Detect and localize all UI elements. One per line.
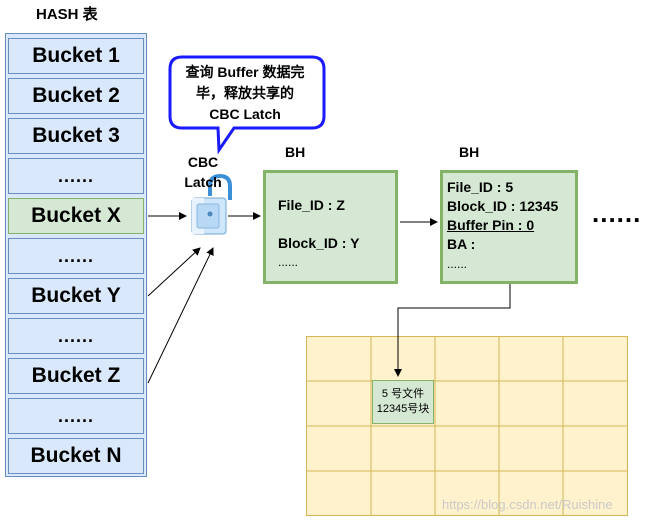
bh2-buffer-pin: Buffer Pin : 0 — [447, 217, 535, 233]
cbc-latch-label: CBC Latch — [172, 152, 234, 192]
buffer-cell-line: 5 号文件 — [381, 388, 425, 400]
bucket: Bucket Z — [8, 358, 144, 394]
bh2-file-id: File_ID : 5 — [447, 179, 514, 195]
callout-line: CBC Latch — [209, 106, 281, 122]
bucket-ellipsis: ...... — [8, 318, 144, 354]
callout-bubble — [168, 55, 326, 155]
cbc-latch-line: CBC — [187, 154, 219, 170]
watermark: https://blog.csdn.net/Ruishine — [442, 497, 613, 512]
hash-table-title: HASH 表 — [36, 6, 98, 23]
bucket-highlighted: Bucket X — [8, 198, 144, 234]
more-bh-ellipsis: ...... — [592, 198, 642, 228]
buffer-header-1: File_ID : Z Block_ID : Y ...... — [263, 170, 398, 284]
bucket: Bucket 1 — [8, 38, 144, 74]
buffer-cell-line: 12345号块 — [376, 403, 430, 415]
cbc-latch-line: Latch — [184, 174, 222, 190]
arrow-bucket-y-to-latch — [147, 247, 201, 297]
buffer-block-cell: 5 号文件 12345号块 — [372, 380, 434, 424]
callout-line: 查询 Buffer 数据完 — [185, 64, 305, 80]
bh2-label: BH — [459, 144, 480, 160]
lock-icon — [191, 173, 232, 235]
bh2-block-id: Block_ID : 12345 — [447, 198, 559, 214]
buffer-header-2: File_ID : 5 Block_ID : 12345 Buffer Pin … — [440, 170, 578, 284]
bh1-block-id: Block_ID : Y — [278, 235, 360, 251]
callout-line: 毕，释放共享的 — [196, 85, 294, 101]
bh1-label: BH — [285, 144, 306, 160]
bucket-ellipsis: ...... — [8, 398, 144, 434]
arrow-bucket-z-to-latch — [147, 247, 214, 384]
bucket: Bucket 3 — [8, 118, 144, 154]
callout-text: 查询 Buffer 数据完 毕，释放共享的 CBC Latch — [170, 62, 320, 125]
bucket-ellipsis: ...... — [8, 238, 144, 274]
hash-table: Bucket 1 Bucket 2 Bucket 3 ...... Bucket… — [5, 33, 147, 477]
bh2-more: ...... — [447, 257, 468, 271]
buffer-cache-grid — [306, 336, 628, 516]
bucket: Bucket 2 — [8, 78, 144, 114]
bh1-more: ...... — [278, 255, 299, 269]
bucket-ellipsis: ...... — [8, 158, 144, 194]
bh1-file-id: File_ID : Z — [278, 197, 345, 213]
bucket: Bucket Y — [8, 278, 144, 314]
bucket: Bucket N — [8, 438, 144, 474]
bh2-ba: BA : — [447, 236, 476, 252]
